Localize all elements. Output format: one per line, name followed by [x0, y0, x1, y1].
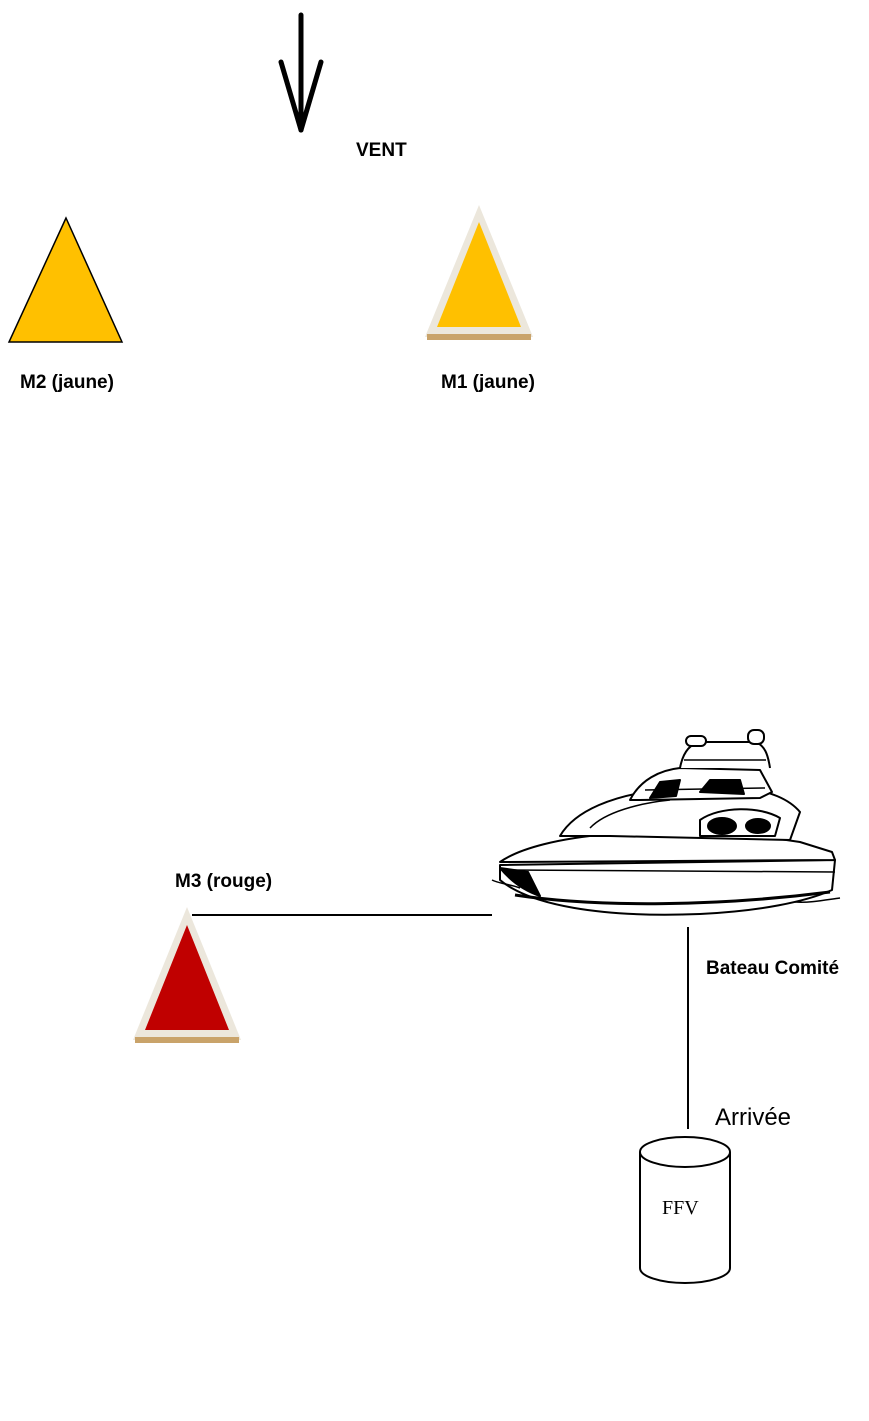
wind-arrow-icon [278, 12, 324, 133]
mark-m1-label: M1 (jaune) [441, 372, 535, 393]
mark-m2-label: M2 (jaune) [20, 372, 114, 393]
wind-label: VENT [356, 140, 407, 161]
committee-boat-label: Bateau Comité [706, 958, 839, 979]
committee-boat-icon [491, 729, 841, 916]
mark-m3-label: M3 (rouge) [175, 871, 272, 892]
ffv-buoy-label: FFV [662, 1197, 699, 1219]
ffv-buoy-icon [639, 1136, 731, 1284]
mark-m3-triangle-icon [133, 907, 241, 1043]
mark-m1-triangle-icon [425, 205, 533, 340]
mark-m2-triangle-icon [7, 216, 124, 343]
finish-label: Arrivée [715, 1104, 791, 1131]
